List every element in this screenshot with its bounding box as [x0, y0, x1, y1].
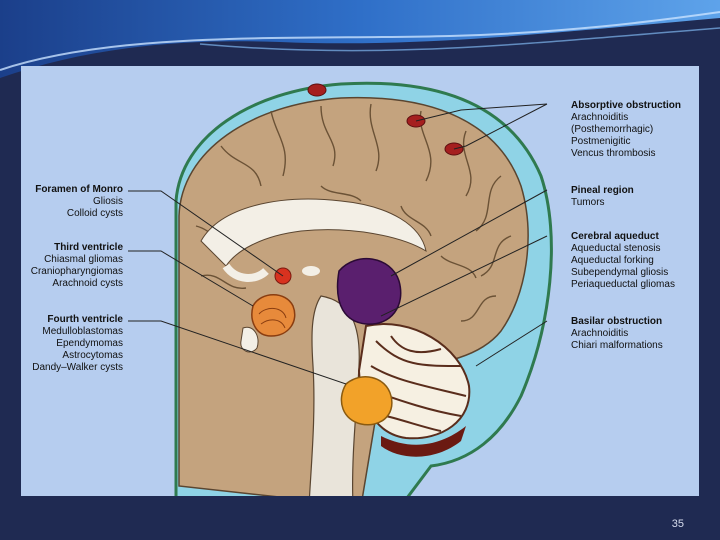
pituitary	[240, 326, 259, 353]
foramen-of-monro-label: Foramen of Monro Gliosis Colloid cysts	[23, 184, 123, 220]
label-item: Postmenigitic	[571, 136, 631, 147]
label-item: Gliosis	[92, 196, 123, 207]
third-ventricle-label: Third ventricle Chiasmal gliomas Craniop…	[23, 242, 123, 290]
label-title: Pineal region	[571, 185, 634, 196]
basilar-obstruction-label: Basilar obstruction Arachnoiditis Chiari…	[571, 316, 663, 352]
label-item: Astrocytomas	[62, 350, 123, 361]
third-ventricle-tumor	[251, 294, 296, 337]
label-title: Absorptive obstruction	[571, 100, 682, 111]
brain-diagram-panel: Absorptive obstruction Arachnoiditis (Po…	[21, 66, 699, 496]
pineal-region-label: Pineal region Tumors	[571, 185, 634, 209]
label-item: (Posthemorrhagic)	[571, 124, 654, 135]
absorptive-obstruction-label: Absorptive obstruction Arachnoiditis (Po…	[571, 100, 681, 160]
label-item: Aqueductal forking	[571, 255, 654, 266]
label-item: Aqueductal stenosis	[571, 243, 661, 254]
label-item: Arachnoiditis	[571, 112, 629, 123]
fourth-ventricle-tumor	[340, 376, 393, 426]
page-number: 35	[671, 518, 684, 530]
label-title: Foramen of Monro	[35, 184, 123, 195]
label-item: Ependymomas	[56, 338, 123, 349]
label-title: Basilar obstruction	[571, 316, 663, 327]
label-title: Fourth ventricle	[47, 314, 123, 325]
fornix	[222, 263, 269, 282]
fourth-ventricle-label: Fourth ventricle Medulloblastomas Ependy…	[23, 314, 123, 374]
label-item: Medulloblastomas	[42, 326, 123, 337]
occipital-sinus	[381, 426, 466, 457]
brainstem	[308, 295, 360, 496]
label-item: Periaqueductal gliomas	[571, 279, 675, 290]
leader-lines	[128, 103, 548, 385]
label-item: Vencus thrombosis	[571, 148, 656, 159]
label-item: Arachnoiditis	[571, 328, 629, 339]
label-title: Third ventricle	[54, 242, 123, 253]
label-title: Cerebral aqueduct	[571, 231, 659, 242]
label-item: Subependymal gliosis	[571, 267, 669, 278]
brain-sagittal-illustration	[128, 81, 553, 496]
pineal-region-tumor	[336, 257, 402, 325]
label-item: Chiasmal gliomas	[44, 254, 123, 265]
cerebral-aqueduct-label: Cerebral aqueduct Aqueductal stenosis Aq…	[571, 231, 675, 291]
gyri	[195, 103, 512, 322]
label-item: Colloid cysts	[66, 208, 123, 219]
lateral-ventricle	[200, 198, 427, 267]
label-item: Craniopharyngiomas	[30, 266, 123, 277]
label-item: Arachnoid cysts	[52, 278, 123, 289]
label-item: Tumors	[571, 197, 605, 208]
label-item: Dandy–Walker cysts	[32, 362, 123, 373]
label-item: Chiari malformations	[571, 340, 663, 351]
